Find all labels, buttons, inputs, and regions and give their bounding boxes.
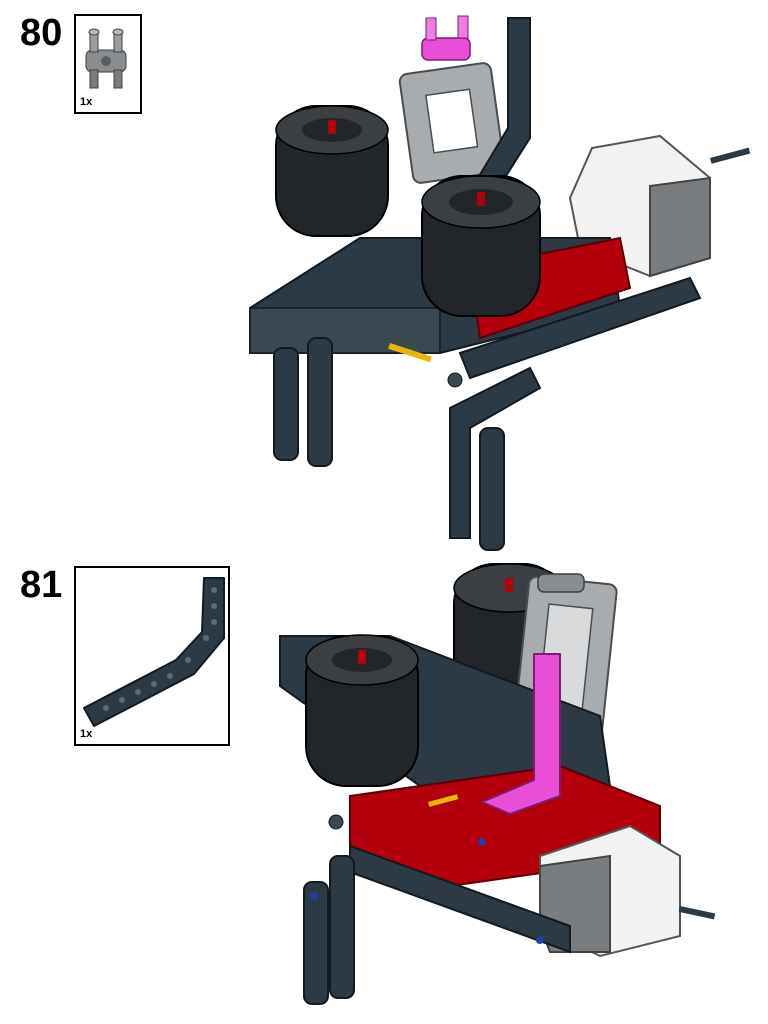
magenta-axle-joiner [421,15,471,61]
front-tire [305,634,419,787]
step-number-80: 80 [20,12,63,54]
front-tire [421,175,541,317]
part-quantity: 1x [80,96,93,108]
left-tire [275,105,389,237]
gray-frame [398,62,506,184]
part-quantity: 1x [80,728,93,740]
bent-beam-part-icon [83,577,225,727]
parts-callout-81: 1x [74,566,230,746]
step-80-model-illustration [249,15,751,551]
step-number-81: 81 [20,564,63,606]
parts-callout-80: 1x [74,14,142,114]
axle-joiner-double-part-icon [85,28,127,89]
magenta-bent-beam [481,653,561,815]
step-81-model-illustration [279,563,716,1005]
